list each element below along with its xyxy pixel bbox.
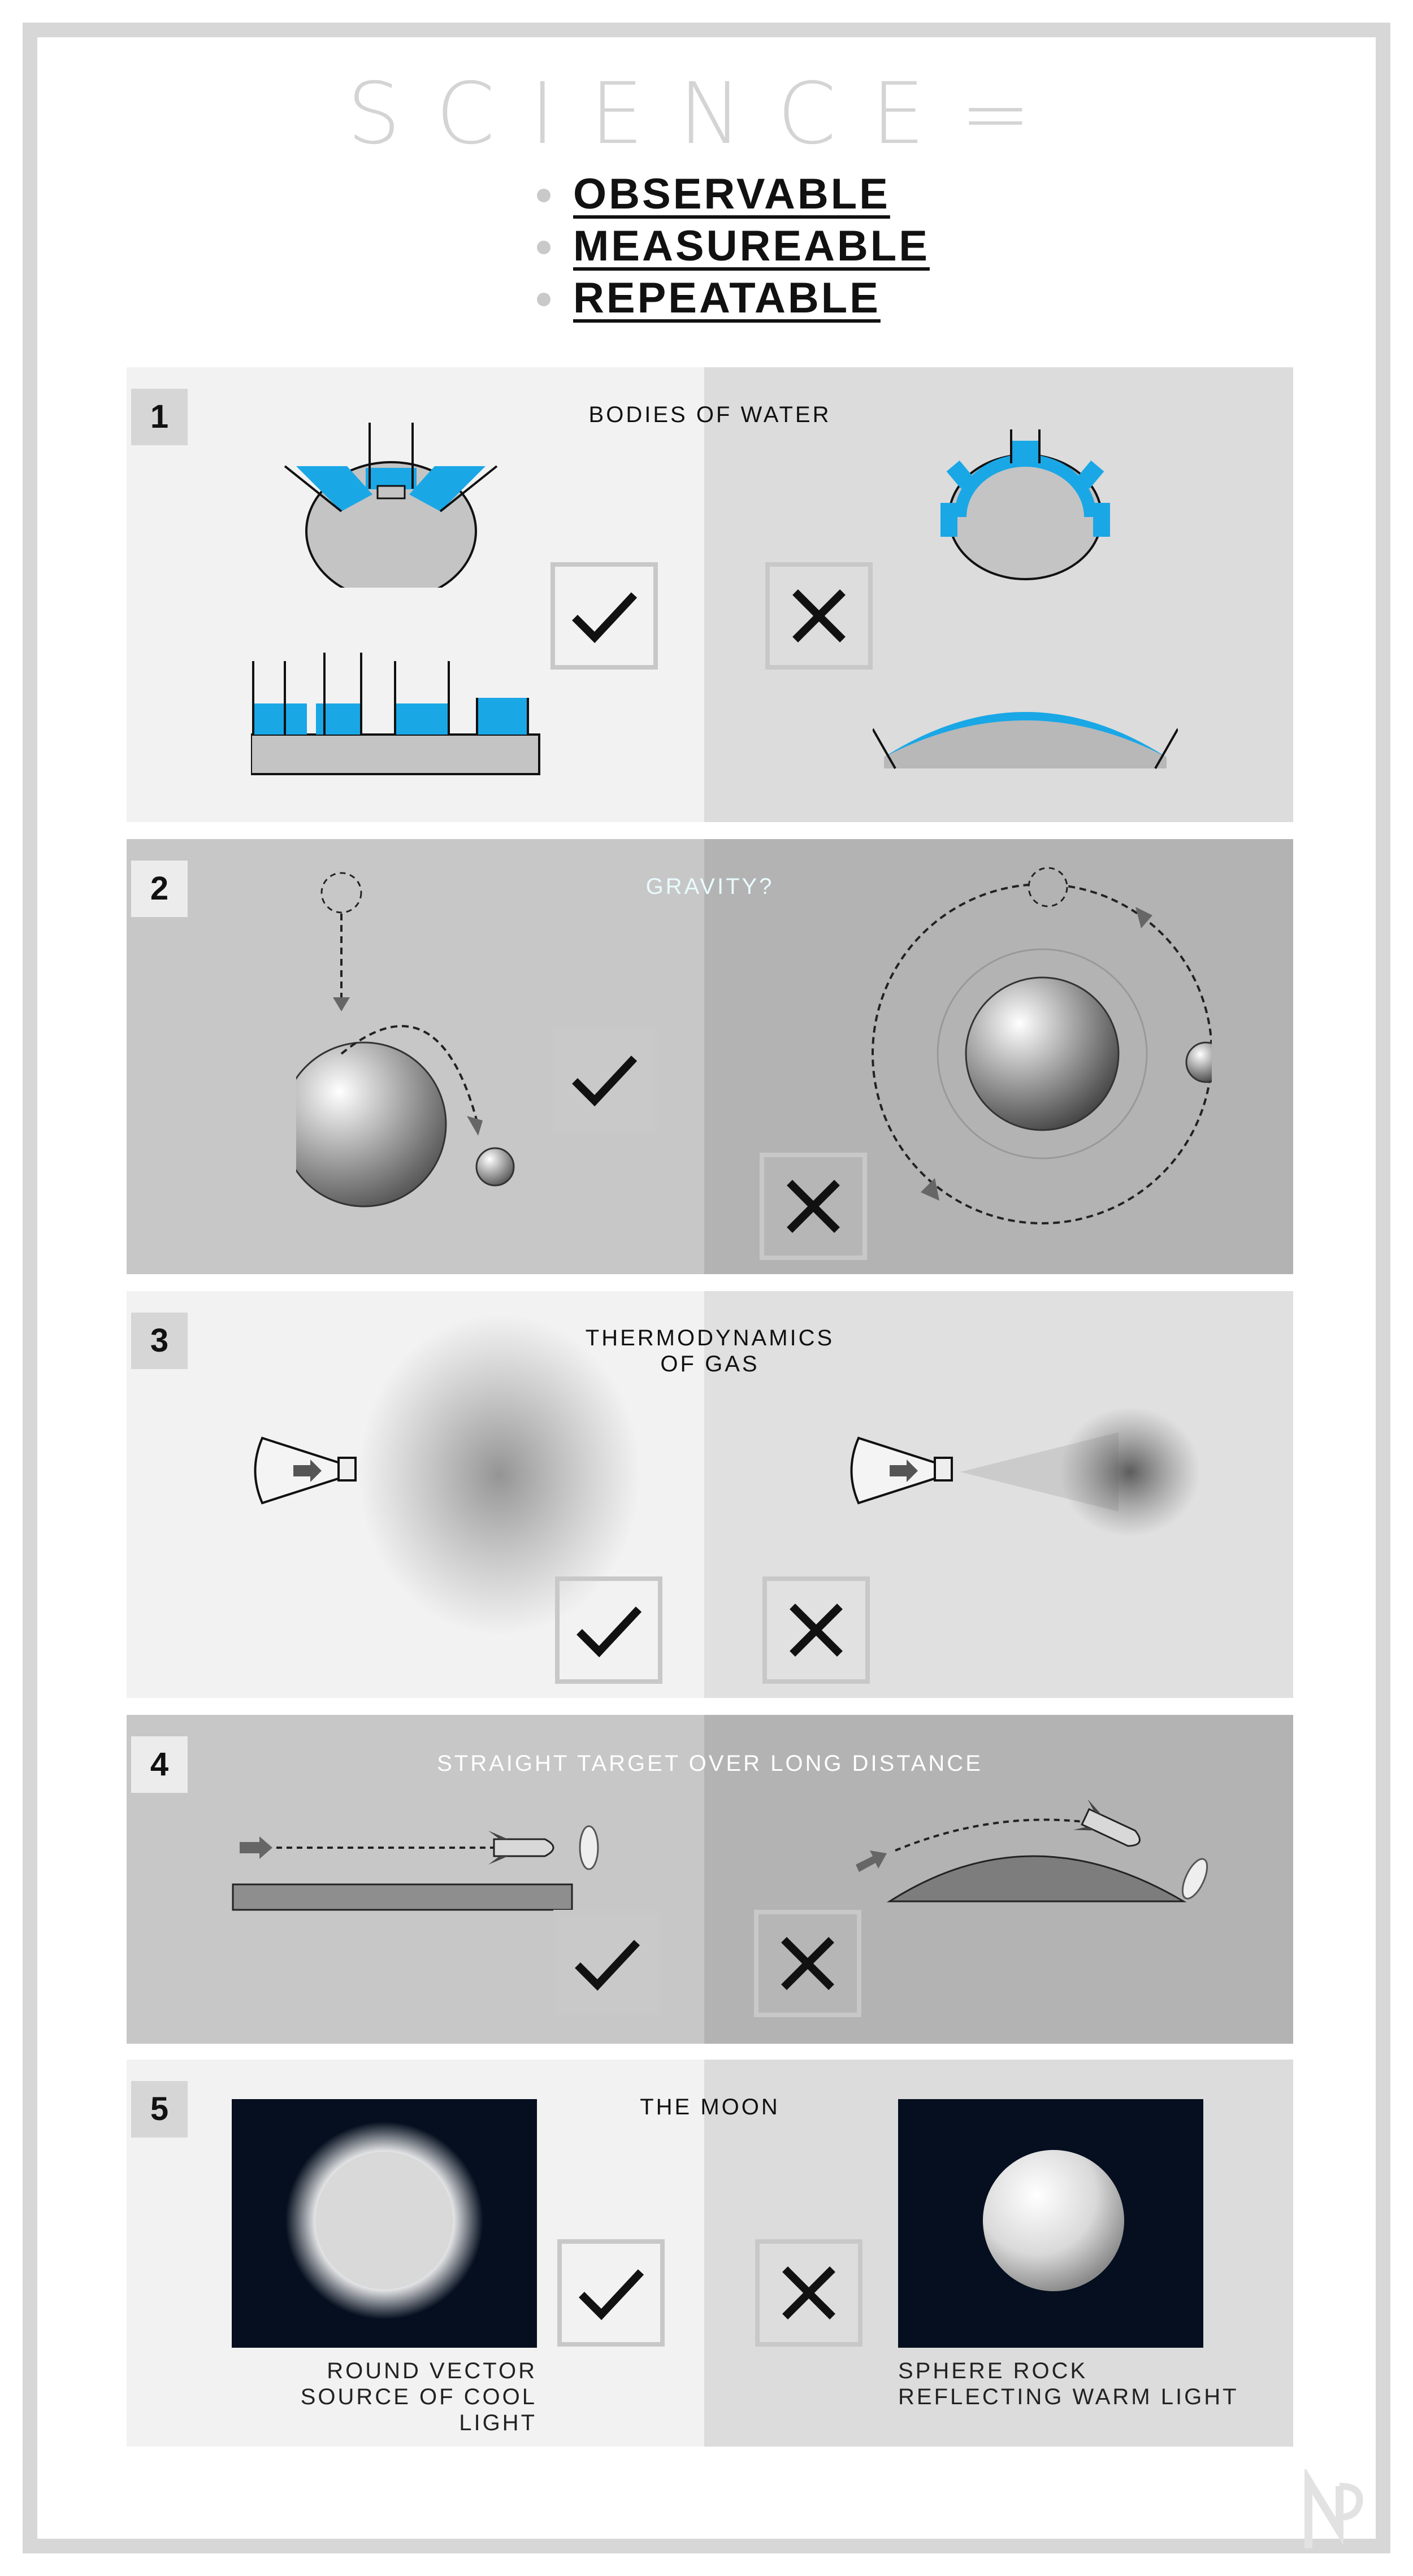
sphere-moon-illustration [898, 2099, 1203, 2348]
panel-straight-target: 4 STRAIGHT TARGET OVER LONG DISTANCE [127, 1715, 1293, 2044]
panel-title: THE MOON [640, 2095, 780, 2119]
correct-box [557, 2239, 665, 2347]
bullet-dot [537, 241, 551, 254]
x-mark-icon [790, 1604, 843, 1657]
gas-expanding-illustration [254, 1314, 641, 1636]
correct-box [551, 562, 658, 670]
curved-trajectory-illustration [856, 1800, 1208, 1902]
checkmark-icon [572, 1055, 638, 1107]
correct-box [553, 1910, 661, 2017]
checkmark-icon [572, 592, 638, 644]
criteria-label: MEASUREABLE [573, 222, 930, 270]
x-mark-icon [781, 1937, 834, 1990]
falling-ball-illustration [296, 872, 515, 1207]
glowing-moon-illustration [232, 2099, 537, 2348]
left-moon-caption: ROUND VECTOR SOURCE OF COOL LIGHT [300, 2358, 537, 2435]
bullet-dot [537, 293, 551, 306]
panel-title: BODIES OF WATER [588, 402, 831, 427]
correct-box [555, 1576, 662, 1684]
panel-number: 1 [131, 389, 188, 445]
x-mark-icon [787, 1180, 840, 1233]
orbit-illustration [872, 867, 1212, 1224]
incorrect-box [760, 1153, 867, 1260]
panel-number: 2 [131, 861, 188, 917]
incorrect-box [765, 562, 873, 670]
gas-contained-illustration [850, 1407, 1200, 1537]
poster-title: SCIENCE= [346, 65, 1067, 163]
criteria-label: REPEATABLE [573, 274, 881, 322]
np-monogram-logo [1304, 2469, 1363, 2548]
incorrect-box [754, 1910, 861, 2017]
panel-number: 3 [131, 1313, 188, 1369]
panel-title: THERMODYNAMICS OF GAS [585, 1326, 835, 1376]
criteria-label: OBSERVABLE [573, 170, 890, 218]
curved-water-surface-illustration [873, 712, 1178, 769]
checkmark-icon [577, 1606, 642, 1658]
panel-gravity: 2 GRAVITY? [127, 839, 1293, 1274]
panel-the-moon: 5 THE MOON ROUND VECTOR SOURCE OF COOL L… [127, 2060, 1293, 2447]
panel-number: 5 [131, 2081, 188, 2138]
checkmark-icon [575, 1940, 640, 1991]
panel-bodies-of-water: 1 BODIES OF WATER [127, 367, 1293, 822]
panel-thermodynamics: 3 THERMODYNAMICS OF GAS [127, 1291, 1293, 1698]
water-curving-globe-illustration [940, 429, 1110, 580]
x-mark-icon [782, 2266, 835, 2319]
x-mark-icon [792, 589, 846, 642]
water-in-containers-illustration [251, 653, 540, 775]
flat-trajectory-illustration [232, 1825, 599, 1911]
incorrect-box [762, 1576, 870, 1684]
water-on-globe-illustration [284, 423, 498, 588]
panel-title: GRAVITY? [645, 874, 774, 899]
bullet-dot [537, 189, 551, 202]
incorrect-box [755, 2239, 862, 2347]
panel-number: 4 [131, 1736, 188, 1793]
right-moon-caption: SPHERE ROCK REFLECTING WARM LIGHT [898, 2358, 1239, 2409]
checkmark-icon [579, 2269, 644, 2321]
correct-box [551, 1026, 658, 1133]
panel-title: STRAIGHT TARGET OVER LONG DISTANCE [437, 1751, 983, 1776]
